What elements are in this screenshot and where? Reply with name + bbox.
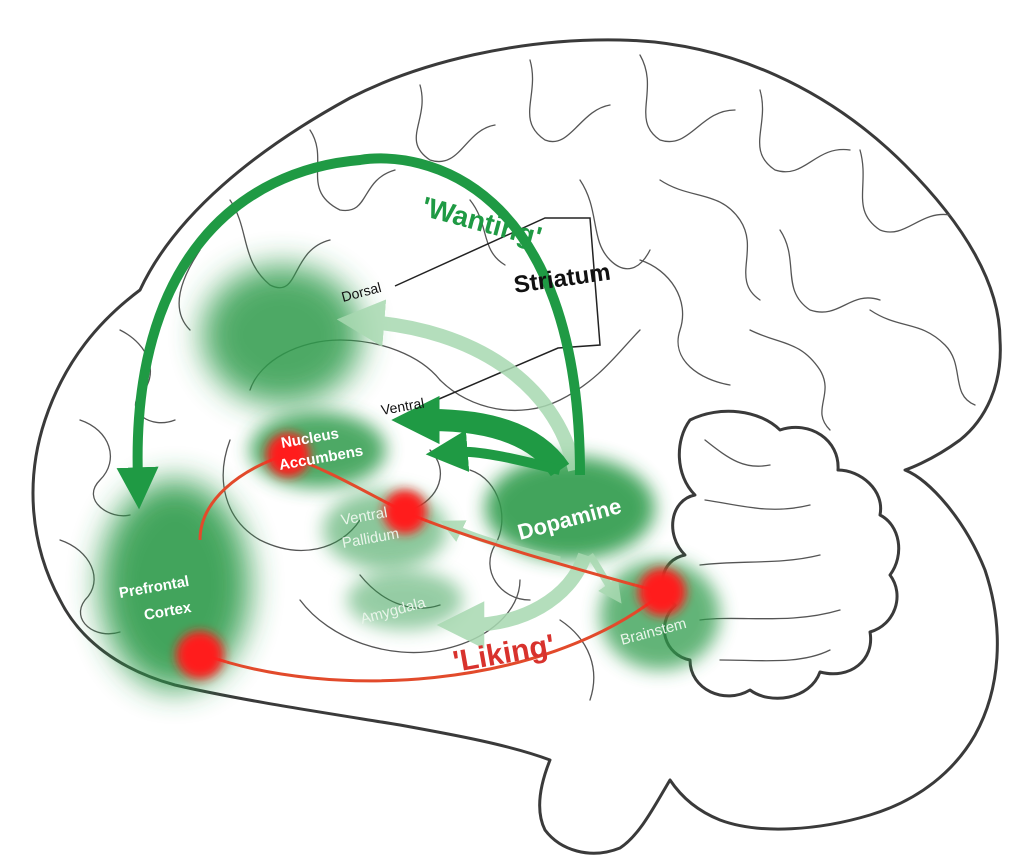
hotspot-brainstem bbox=[638, 568, 686, 616]
ventral-label: Ventral bbox=[380, 395, 426, 418]
liking-label: 'Liking' bbox=[450, 629, 557, 679]
hotspot-prefrontal bbox=[176, 631, 224, 679]
striatum-label: Striatum bbox=[512, 259, 612, 299]
dopamine-to-ventral-arrow bbox=[430, 420, 560, 470]
dorsal-label: Dorsal bbox=[340, 279, 383, 305]
dorsal-striatum-glow bbox=[202, 265, 362, 405]
